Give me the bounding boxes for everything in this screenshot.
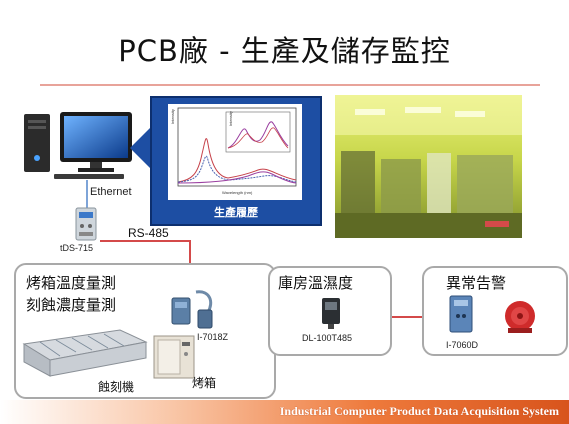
- warehouse-title: 庫房溫濕度: [278, 274, 354, 292]
- i7018z-label: I-7018Z: [197, 332, 229, 342]
- rs485-line-horizontal: [100, 240, 190, 242]
- page-title: PCB廠 - 生產及儲存監控: [118, 34, 451, 68]
- title-underline: [40, 84, 540, 86]
- gateway-model-label: tDS-715: [60, 243, 94, 253]
- footer-text: Industrial Computer Product Data Acquisi…: [279, 404, 559, 418]
- i7060d-label: I-7060D: [446, 340, 479, 350]
- spectrum-ylabel: Intensity: [170, 109, 175, 124]
- spectrum-xlabel: Wavelength (nm): [222, 190, 253, 195]
- dl100t485-sensor-icon: [322, 298, 340, 329]
- ethernet-label: Ethernet: [90, 186, 132, 198]
- spectrum-inset-ylabel: Intensity: [228, 111, 233, 126]
- footer-bar: [0, 400, 569, 424]
- etching-machine-image: [22, 329, 148, 377]
- spectrum-chart: Intensity Wavelength (nm) Intensity: [168, 104, 302, 200]
- ethernet-cable: [86, 180, 88, 208]
- oven-panel-line2: 刻蝕濃度量測: [26, 296, 117, 314]
- i7018z-module-icon: [171, 290, 213, 329]
- cleanroom-photo: [335, 95, 522, 238]
- etcher-label: 蝕刻機: [98, 380, 135, 394]
- alarm-title: 異常告警: [446, 274, 507, 292]
- alarm-panel: [422, 266, 568, 356]
- i7060d-module-icon: [449, 295, 473, 333]
- production-history-caption: 生產履歷: [214, 206, 258, 219]
- gateway-device-icon: [75, 207, 97, 241]
- siren-icon: [505, 301, 535, 333]
- oven-etch-panel: [14, 263, 276, 399]
- computer-icon: [24, 112, 132, 179]
- oven-image: [153, 335, 195, 379]
- dl100t485-label: DL-100T485: [302, 333, 353, 343]
- oven-label: 烤箱: [192, 376, 217, 390]
- callout-pointer: [130, 126, 152, 170]
- oven-panel-line1: 烤箱溫度量測: [26, 274, 117, 292]
- rs485-label: RS-485: [128, 226, 169, 240]
